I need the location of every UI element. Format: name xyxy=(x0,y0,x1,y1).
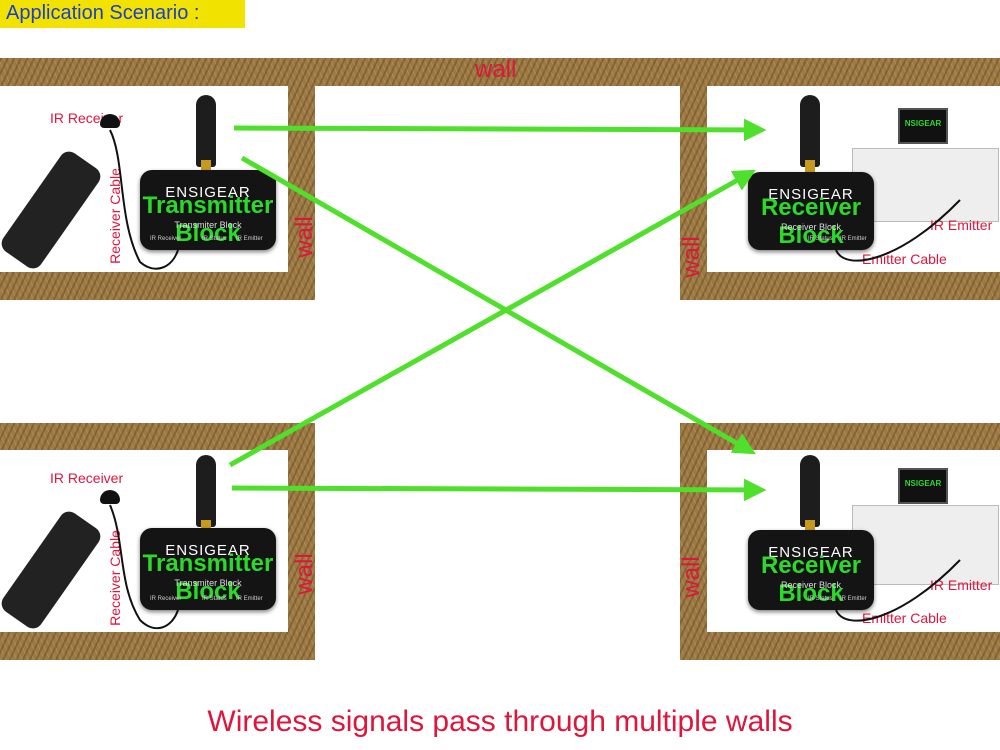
device-brand: ENSIGEAR xyxy=(768,186,854,203)
port-label: IR Emitter xyxy=(840,596,867,602)
tv-cabinet xyxy=(852,505,999,585)
antenna-icon xyxy=(196,95,216,167)
device-subtitle: Receiver Block xyxy=(780,222,842,232)
tv-screen-text: NSIGEAR xyxy=(904,479,942,488)
device-subtitle: Transmiter Block xyxy=(174,220,242,230)
tv-cabinet xyxy=(852,148,999,222)
device-brand: ENSIGEAR xyxy=(165,184,251,201)
antenna-icon xyxy=(800,95,820,167)
receiver-overlay-label: Receiver Block xyxy=(760,194,862,249)
ir-emitter-label-bottom: IR Emitter xyxy=(930,577,993,593)
port-label: IR Emitter xyxy=(840,236,867,242)
receiver-block-top: ENSIGEAR Receiver Block Receiver Block I… xyxy=(748,172,874,250)
port-label: IR Status xyxy=(808,596,833,602)
emitter-cable-bottom xyxy=(835,559,961,622)
receiver-cable-top xyxy=(109,129,179,270)
antenna-icon xyxy=(800,455,820,527)
tv-icon: NSIGEAR xyxy=(898,468,948,504)
antenna-connector-icon xyxy=(805,160,815,174)
port-label: IR Receiver xyxy=(150,236,182,242)
antenna-connector-icon xyxy=(201,160,211,174)
transmitter-block-bottom: ENSIGEAR Transmitter Block Transmiter Bl… xyxy=(140,528,276,610)
wall-label-top: wall xyxy=(475,56,517,83)
transmitter-block-top: ENSIGEAR Transmitter Block Transmiter Bl… xyxy=(140,170,276,250)
emitter-cable-top xyxy=(835,199,961,262)
signal-arrow-diagonal-down xyxy=(240,155,756,455)
ir-receiver-icon-top xyxy=(100,114,120,128)
scenario-banner: Application Scenario : xyxy=(0,0,245,28)
port-label: IR Receiver xyxy=(150,596,182,602)
device-brand: ENSIGEAR xyxy=(768,544,854,561)
ir-receiver-label-bottom: IR Receiver xyxy=(50,470,124,486)
transmitter-overlay-label: Transmitter Block xyxy=(142,550,274,605)
port-label: IR Emitter xyxy=(236,596,263,602)
transmitter-overlay-label: Transmitter Block xyxy=(142,192,274,247)
device-subtitle: Receiver Block xyxy=(780,580,842,590)
ir-emitter-label-top: IR Emitter xyxy=(930,217,993,233)
receiver-block-bottom: ENSIGEAR Receiver Block Receiver Block I… xyxy=(748,530,874,610)
ir-receiver-icon-bottom xyxy=(100,490,120,504)
footer-caption: Wireless signals pass through multiple w… xyxy=(207,705,793,738)
antenna-connector-icon xyxy=(805,520,815,534)
port-label: IR Emitter xyxy=(236,236,263,242)
signal-arrow-diagonal-up xyxy=(228,169,756,468)
device-brand: ENSIGEAR xyxy=(165,542,251,559)
port-label: IR Status xyxy=(202,596,227,602)
antenna-icon xyxy=(196,455,216,527)
signal-arrow-straight-bottom xyxy=(231,478,767,502)
antenna-connector-icon xyxy=(201,520,211,534)
receiver-overlay-label: Receiver Block xyxy=(760,552,862,607)
port-label: IR Status xyxy=(202,236,227,242)
device-subtitle: Transmiter Block xyxy=(174,578,242,588)
tv-screen-text: NSIGEAR xyxy=(904,119,942,128)
tv-icon: NSIGEAR xyxy=(898,108,948,144)
signal-arrow-straight-top xyxy=(233,118,767,142)
scenario-title: Application Scenario : xyxy=(6,2,200,24)
port-label: IR Status xyxy=(808,236,833,242)
receiver-cable-bottom xyxy=(109,504,179,630)
